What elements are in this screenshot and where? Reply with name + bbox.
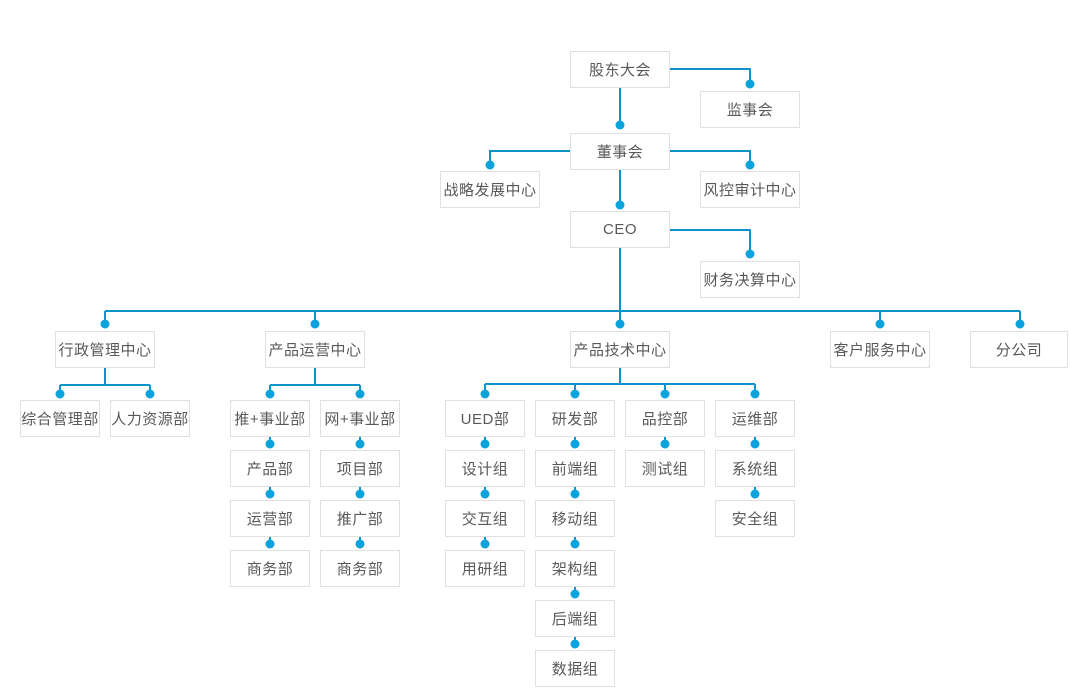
org-node-business-dept-b[interactable]: 商务部 [320,550,400,587]
org-node-label: 商务部 [246,561,294,578]
org-node-label: 分公司 [995,342,1043,359]
org-node-shareholders[interactable]: 股东大会 [570,51,670,88]
org-node-label: 交互组 [461,511,509,528]
org-node-label: 产品运营中心 [268,342,362,359]
org-node-label: 产品技术中心 [573,342,667,359]
org-node-label: 移动组 [551,511,599,528]
org-node-strategy[interactable]: 战略发展中心 [440,171,540,208]
org-node-om[interactable]: 运维部 [715,400,795,437]
org-node-tech-center[interactable]: 产品技术中心 [570,331,670,368]
org-node-label: 系统组 [731,461,779,478]
org-node-risk-audit[interactable]: 风控审计中心 [700,171,800,208]
org-node-wang-division[interactable]: 网+事业部 [320,400,400,437]
org-node-general-mgmt[interactable]: 综合管理部 [20,400,100,437]
org-node-interaction[interactable]: 交互组 [445,500,525,537]
org-node-supervisory[interactable]: 监事会 [700,91,800,128]
org-node-ops-center[interactable]: 产品运营中心 [265,331,365,368]
org-node-finance[interactable]: 财务决算中心 [700,261,800,298]
org-node-qc[interactable]: 品控部 [625,400,705,437]
org-node-label: 架构组 [551,561,599,578]
org-node-label: 商务部 [336,561,384,578]
org-node-board[interactable]: 董事会 [570,133,670,170]
org-node-label: 人力资源部 [111,411,189,428]
org-node-data[interactable]: 数据组 [535,650,615,687]
org-node-label: 监事会 [726,102,774,119]
org-node-label: 客户服务中心 [833,342,927,359]
org-node-label: 项目部 [336,461,384,478]
org-node-label: 综合管理部 [21,411,99,428]
org-node-architecture[interactable]: 架构组 [535,550,615,587]
org-node-label: 董事会 [596,144,644,161]
org-node-label: 风控审计中心 [703,182,797,199]
org-node-label: 推广部 [336,511,384,528]
org-node-label: 网+事业部 [324,411,396,428]
org-node-security[interactable]: 安全组 [715,500,795,537]
org-node-label: 品控部 [641,411,689,428]
org-node-label: 运维部 [731,411,779,428]
org-node-promotion-dept[interactable]: 推广部 [320,500,400,537]
org-node-ceo[interactable]: CEO [570,211,670,248]
org-node-admin-center[interactable]: 行政管理中心 [55,331,155,368]
org-node-tui-division[interactable]: 推+事业部 [230,400,310,437]
org-node-system[interactable]: 系统组 [715,450,795,487]
org-node-mobile[interactable]: 移动组 [535,500,615,537]
org-node-business-dept-a[interactable]: 商务部 [230,550,310,587]
org-node-design[interactable]: 设计组 [445,450,525,487]
org-node-label: 股东大会 [588,62,651,79]
org-node-label: 前端组 [551,461,599,478]
org-node-label: 安全组 [731,511,779,528]
org-node-label: 推+事业部 [234,411,306,428]
org-node-user-research[interactable]: 用研组 [445,550,525,587]
org-node-rd[interactable]: 研发部 [535,400,615,437]
org-node-service-center[interactable]: 客户服务中心 [830,331,930,368]
org-node-label: 设计组 [461,461,509,478]
org-node-testing[interactable]: 测试组 [625,450,705,487]
connector-dots [55,79,1025,649]
org-node-branch[interactable]: 分公司 [970,331,1068,368]
org-node-project-dept[interactable]: 项目部 [320,450,400,487]
org-node-label: 测试组 [641,461,689,478]
org-node-label: 后端组 [551,611,599,628]
org-node-label: 财务决算中心 [703,272,797,289]
org-node-label: 数据组 [551,661,599,678]
org-node-ued[interactable]: UED部 [445,400,525,437]
org-node-hr[interactable]: 人力资源部 [110,400,190,437]
org-node-label: 战略发展中心 [443,182,537,199]
org-node-label: 用研组 [461,561,509,578]
org-node-label: CEO [602,221,637,238]
org-node-label: 运营部 [246,511,294,528]
org-node-backend[interactable]: 后端组 [535,600,615,637]
org-node-label: UED部 [460,411,510,428]
org-node-product-dept[interactable]: 产品部 [230,450,310,487]
org-node-label: 研发部 [551,411,599,428]
org-node-label: 行政管理中心 [58,342,152,359]
org-node-operation-dept[interactable]: 运营部 [230,500,310,537]
org-node-frontend[interactable]: 前端组 [535,450,615,487]
org-node-label: 产品部 [246,461,294,478]
